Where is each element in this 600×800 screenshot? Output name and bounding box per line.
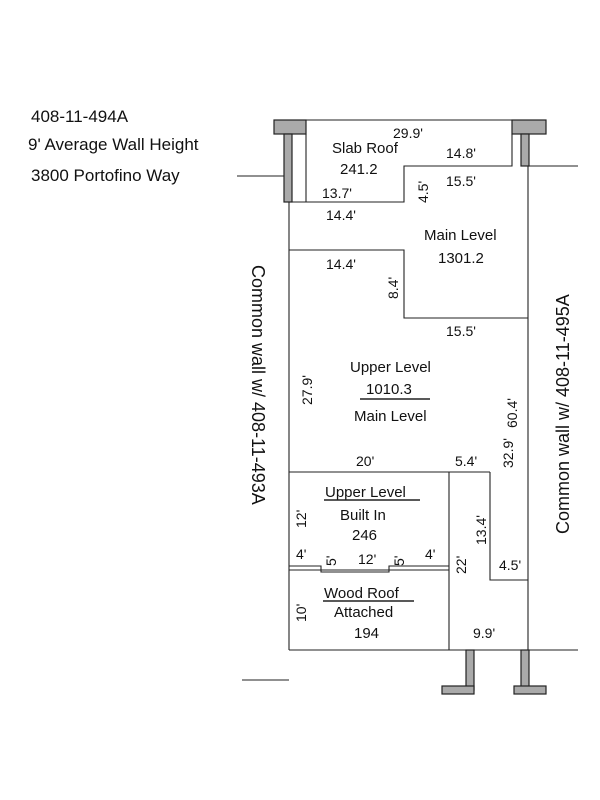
column-bottom-mid (441, 649, 475, 695)
column-bottom-right (513, 649, 547, 695)
dim-4-left: 4' (296, 546, 306, 562)
area-value: 241.2 (340, 161, 378, 178)
column-top-left (273, 119, 307, 203)
dim-12-vertical: 12' (293, 510, 309, 528)
area-value: 246 (352, 527, 377, 544)
dim-5-left: 5' (323, 556, 339, 566)
area-upper-built-in: Upper Level Built In 246 (324, 484, 420, 544)
area-name: Slab Roof (332, 140, 399, 157)
right-common-wall-label: Common wall w/ 408-11-495A (553, 294, 573, 534)
dim-10: 10' (293, 604, 309, 622)
dim-29-9: 29.9' (393, 125, 423, 141)
dimension-labels: 29.9' 14.8' 4.5' 15.5' 13.7' 14.4' 14.4'… (293, 125, 521, 641)
dim-5-right: 5' (391, 556, 407, 566)
dim-14-8: 14.8' (446, 145, 476, 161)
area-top: Wood Roof (324, 585, 400, 602)
area-value: 194 (354, 625, 379, 642)
dim-5-4: 5.4' (455, 453, 477, 469)
parcel-number: 408-11-494A (31, 107, 129, 126)
area-value: 1010.3 (366, 381, 412, 398)
dim-14-4-a: 14.4' (326, 207, 356, 223)
dim-20: 20' (356, 453, 374, 469)
area-top: Upper Level (325, 484, 406, 501)
dim-4-5-top: 4.5' (415, 181, 431, 203)
dim-4-right: 4' (425, 546, 435, 562)
dim-15-5-mid: 15.5' (446, 323, 476, 339)
dim-8-4: 8.4' (385, 277, 401, 299)
dim-60-4: 60.4' (504, 398, 520, 428)
area-slab-roof: Slab Roof 241.2 (332, 140, 399, 178)
dim-4-5-bottom: 4.5' (499, 557, 521, 573)
column-top-right (511, 119, 547, 167)
area-main-level: Main Level 1301.2 (424, 227, 497, 267)
plan-outline (288, 119, 529, 651)
area-name: Attached (334, 604, 393, 621)
area-upper-over-main: Upper Level 1010.3 Main Level (350, 359, 431, 425)
dim-13-4: 13.4' (473, 515, 489, 545)
dim-32-9: 32.9' (500, 438, 516, 468)
dim-22: 22' (453, 556, 469, 574)
address: 3800 Portofino Way (31, 166, 180, 185)
area-name: Built In (340, 507, 386, 524)
dim-14-4-b: 14.4' (326, 256, 356, 272)
dim-9-9: 9.9' (473, 625, 495, 641)
area-bottom: Main Level (354, 408, 427, 425)
dim-15-5-top: 15.5' (446, 173, 476, 189)
wall-height-note: 9' Average Wall Height (28, 135, 199, 154)
left-common-wall-label: Common wall w/ 408-11-493A (248, 265, 268, 505)
area-top: Upper Level (350, 359, 431, 376)
area-wood-roof: Wood Roof Attached 194 (323, 585, 414, 642)
dim-12-horizontal: 12' (358, 551, 376, 567)
area-value: 1301.2 (438, 250, 484, 267)
dim-13-7: 13.7' (322, 185, 352, 201)
area-name: Main Level (424, 227, 497, 244)
dim-27-9: 27.9' (299, 375, 315, 405)
